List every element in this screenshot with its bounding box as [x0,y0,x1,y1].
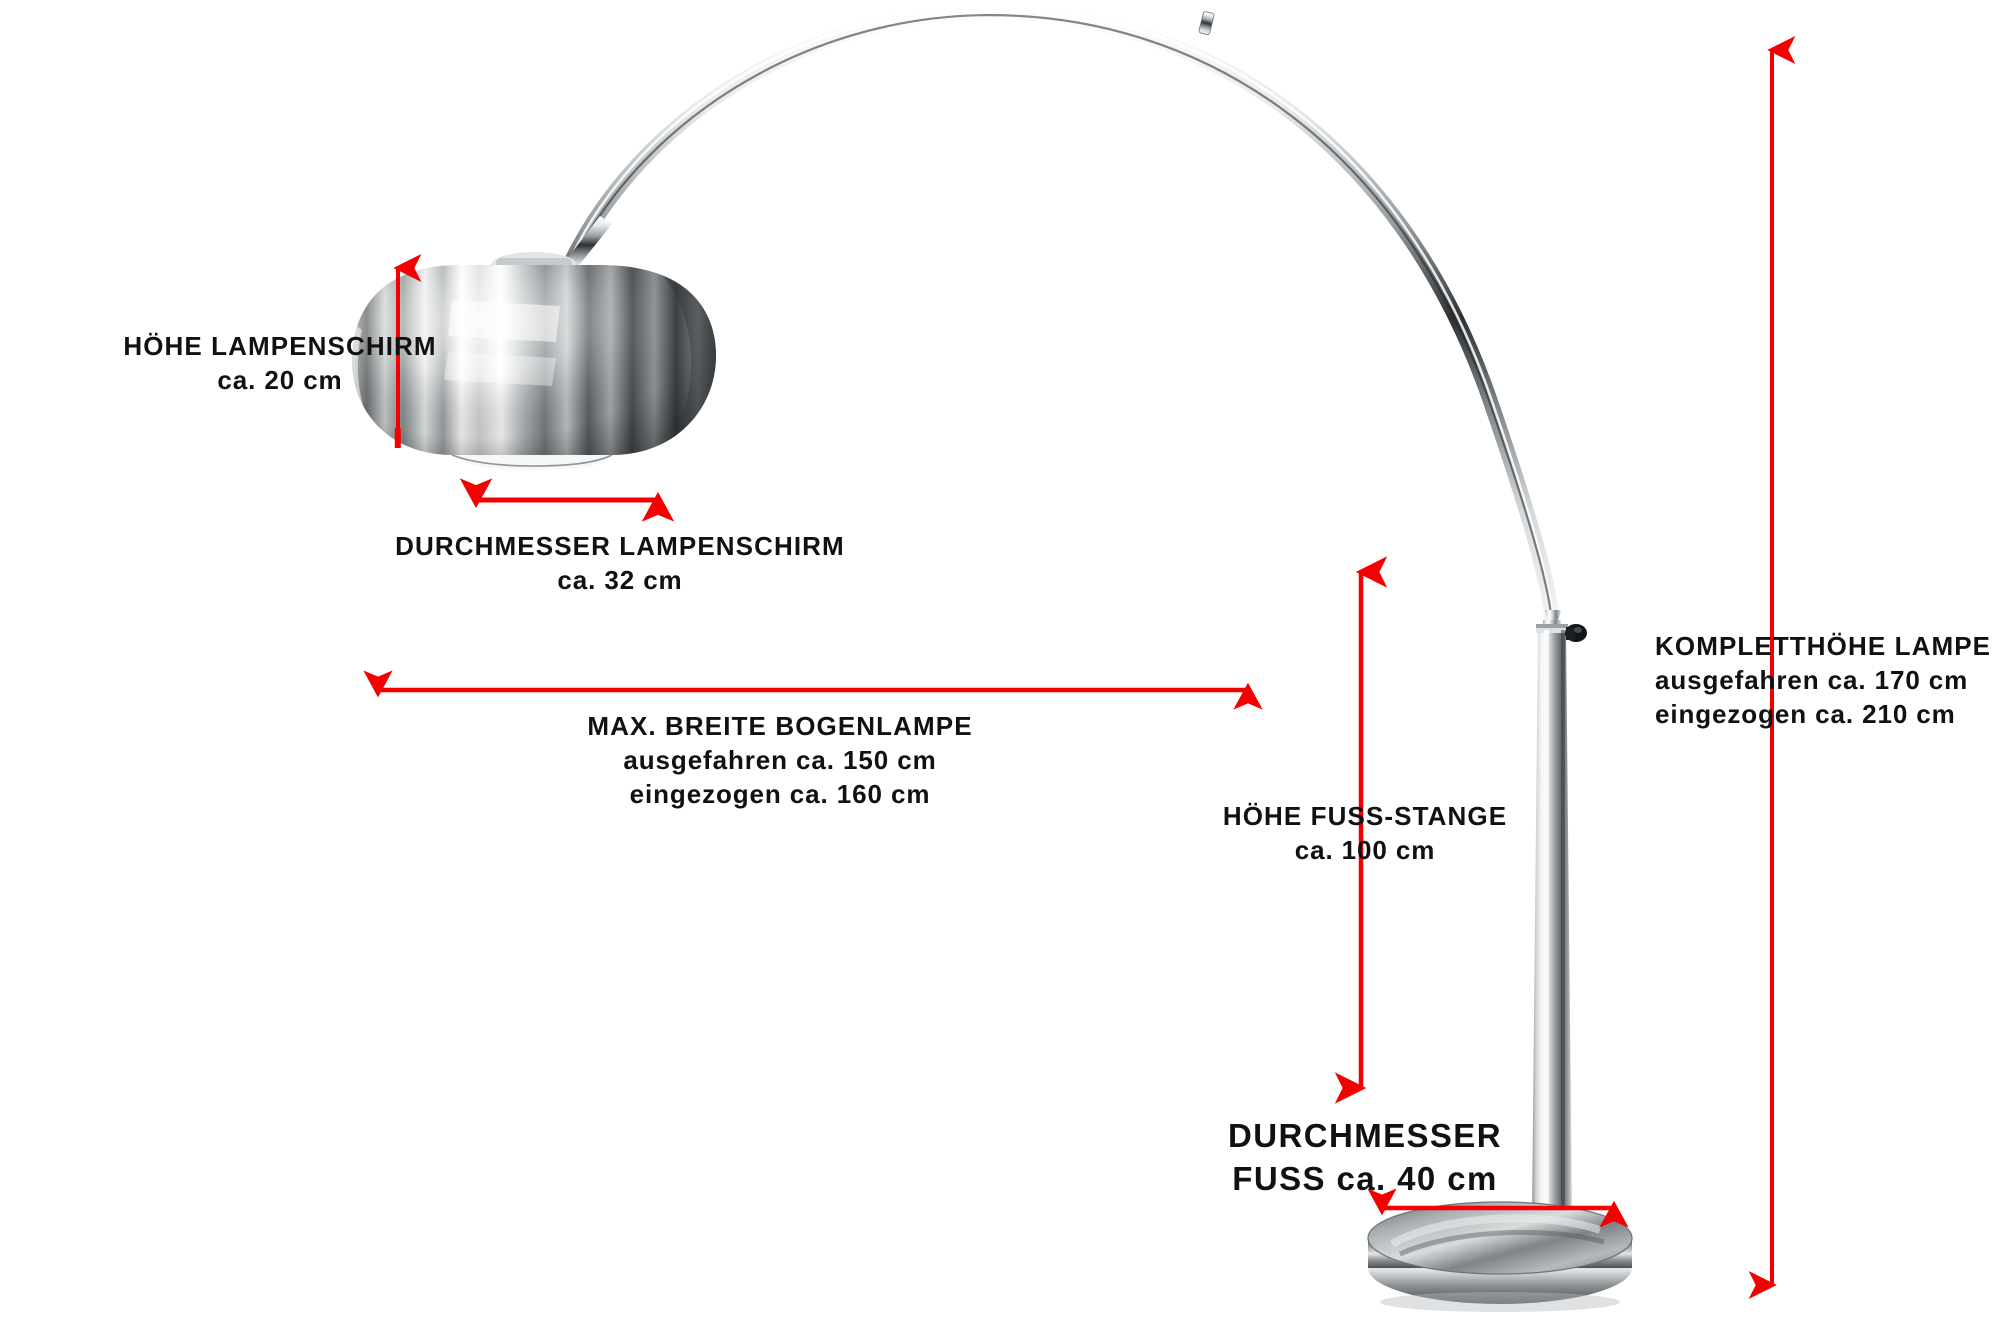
label-shade-diameter-title: DURCHMESSER LAMPENSCHIRM [395,531,845,561]
arc-tube [563,4,1560,633]
label-shade-diameter-value: ca. 32 cm [557,564,683,595]
label-max-width-extended: ausgefahren ca. 150 cm [623,744,937,775]
label-max-width-retracted: eingezogen ca. 160 cm [629,778,931,809]
label-shade-height: HÖHE LAMPENSCHIRM ca. 20 cm [90,330,470,398]
label-pole-height-value: ca. 100 cm [1294,834,1436,865]
label-total-height-retracted: eingezogen ca. 210 cm [1655,698,1956,729]
label-max-width: MAX. BREITE BOGENLAMPE ausgefahren ca. 1… [540,710,1020,811]
lamp-pole [1532,610,1587,1215]
label-pole-height-title: HÖHE FUSS-STANGE [1222,801,1508,831]
label-total-height: KOMPLETTHÖHE LAMPE ausgefahren ca. 170 c… [1655,630,1992,731]
label-base-diameter-title: DURCHMESSER [1228,1117,1502,1154]
label-total-height-title: KOMPLETTHÖHE LAMPE [1655,631,1992,661]
label-shade-height-title: HÖHE LAMPENSCHIRM [123,331,437,361]
label-pole-height: HÖHE FUSS-STANGE ca. 100 cm [1215,800,1515,868]
pole-adjust-knob [1565,624,1587,642]
label-shade-diameter: DURCHMESSER LAMPENSCHIRM ca. 32 cm [330,530,910,598]
label-base-diameter-value: FUSS ca. 40 cm [1232,1159,1498,1197]
label-max-width-title: MAX. BREITE BOGENLAMPE [587,711,973,741]
label-shade-height-value: ca. 20 cm [217,364,343,395]
label-base-diameter: DURCHMESSER FUSS ca. 40 cm [1215,1115,1515,1201]
arc-joint [1198,11,1215,35]
label-total-height-extended: ausgefahren ca. 170 cm [1655,664,1969,695]
